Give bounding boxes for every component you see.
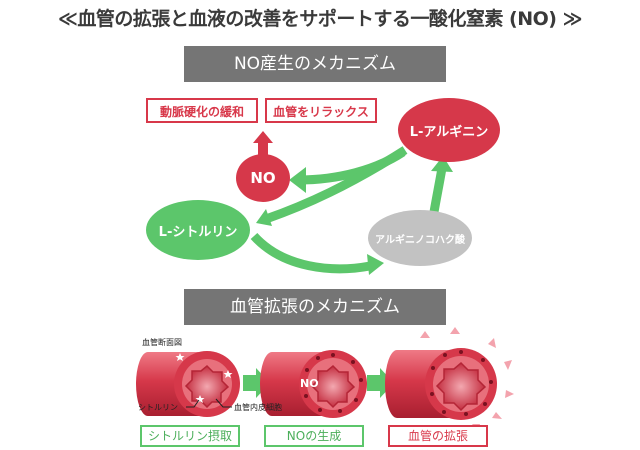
no-node: NO (236, 154, 290, 202)
effect-arteriosclerosis-box: 動脈硬化の緩和 (146, 98, 258, 123)
l-arginine-node: L-アルギニン (398, 98, 500, 162)
stage-label-dilation: 血管の拡張 (388, 425, 488, 447)
stage-label-production: NOの生成 (264, 425, 364, 447)
argininosuccinate-node: アルギニノコハク酸 (368, 210, 472, 266)
arrow-citrulline-to-argsucc-head (367, 254, 384, 275)
endothelium-callout: 血管内皮細胞 (234, 403, 282, 412)
vessel-stage-3 (385, 348, 497, 420)
stage-arrow-2 (367, 368, 394, 398)
vessel-stage-2 (260, 350, 367, 418)
arrow-argsucc-to-arginine-head (431, 156, 453, 172)
no-mechanism-header: NO産生のメカニズム (184, 46, 446, 82)
citrulline-star-2 (223, 370, 233, 378)
cross-section-label: 血管断面図 (142, 338, 182, 347)
no-up-arrow (253, 131, 273, 155)
citrulline-callout: シトルリン (138, 403, 178, 412)
vessel-stage-1 (136, 351, 240, 417)
arrow-arginine-to-no-head (289, 167, 306, 193)
l-citrulline-node: L-シトルリン (146, 200, 250, 260)
citrulline-star-1 (175, 353, 185, 361)
arrow-arginine-to-citrulline (264, 146, 408, 224)
vasodilation-header: 血管拡張のメカニズム (184, 289, 446, 325)
no-mark-text: NO (300, 377, 319, 390)
stage-arrow-1 (243, 368, 270, 398)
arrow-arginine-to-citrulline-head (256, 209, 272, 226)
stage-label-intake: シトルリン摂取 (140, 425, 240, 447)
arrow-citrulline-to-argsucc (250, 232, 371, 274)
effect-vessel-relax-box: 血管をリラックス (265, 98, 377, 123)
page-title: ≪血管の拡張と血液の改善をサポートする一酸化窒素 (NO) ≫ (58, 8, 582, 30)
